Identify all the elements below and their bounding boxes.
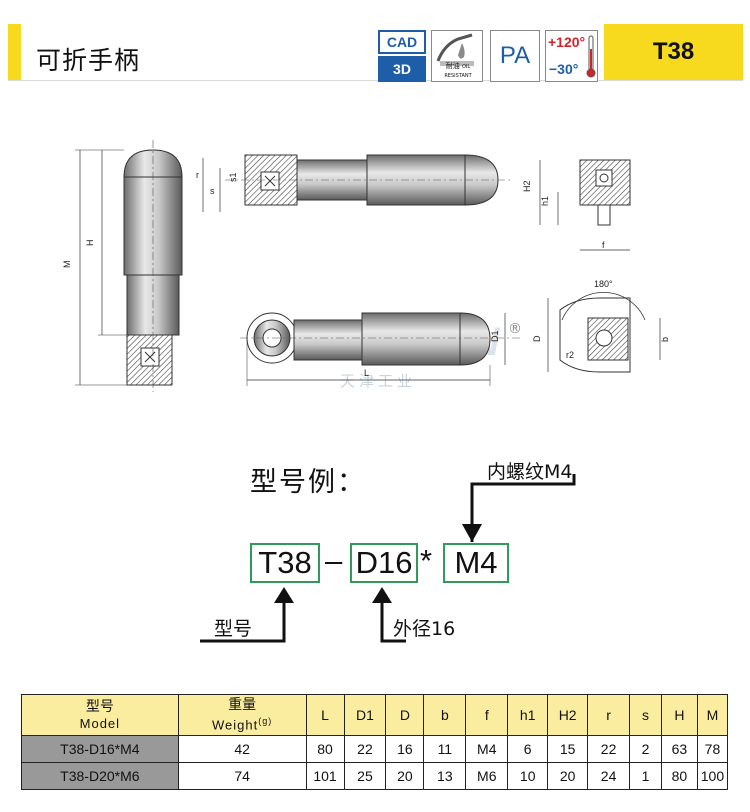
product-code: T38 bbox=[652, 38, 695, 65]
cell-weight: 74 bbox=[177, 762, 307, 790]
oil-resistant-badge: 耐油 OIL RESISTANT bbox=[431, 30, 483, 82]
3d-badge-label: 3D bbox=[378, 56, 426, 82]
horizontal-handle-side-view: L D1 bbox=[240, 312, 520, 386]
header-f: f bbox=[465, 694, 509, 736]
technical-drawing: TIANJIN 天津工业 ® M H bbox=[0, 130, 750, 410]
cell-f: M4 bbox=[465, 735, 509, 763]
table-row: T38-D16*M4 42 80 22 16 11 M4 6 15 22 2 6… bbox=[21, 735, 729, 763]
cell-b: 13 bbox=[423, 762, 467, 790]
svg-text:f: f bbox=[602, 240, 605, 250]
cell-D1: 25 bbox=[343, 762, 387, 790]
oil-drop-icon bbox=[436, 33, 474, 66]
header-s: s bbox=[629, 694, 662, 736]
material-badge: PA bbox=[490, 30, 540, 82]
svg-text:H2: H2 bbox=[522, 180, 532, 192]
cell-M: 100 bbox=[696, 762, 729, 790]
svg-text:r2: r2 bbox=[566, 350, 574, 360]
temperature-badge: +120° −30° bbox=[545, 30, 598, 82]
cell-h1: 10 bbox=[507, 762, 549, 790]
svg-text:s: s bbox=[210, 186, 215, 196]
diameter-arrow bbox=[372, 587, 406, 643]
model-label: 型号 bbox=[214, 618, 253, 640]
diameter-label: 外径16 bbox=[393, 618, 456, 640]
example-dash: – bbox=[325, 543, 343, 578]
cell-model: T38-D20*M6 bbox=[21, 762, 179, 790]
cell-D1: 22 bbox=[343, 735, 387, 763]
thermometer-icon bbox=[586, 35, 596, 78]
temp-low-label: −30° bbox=[549, 61, 579, 77]
cell-b: 11 bbox=[423, 735, 467, 763]
cell-H2: 20 bbox=[547, 762, 589, 790]
thread-arrow bbox=[462, 474, 576, 542]
svg-text:H: H bbox=[85, 240, 95, 247]
cell-r: 22 bbox=[587, 735, 631, 763]
example-star: * bbox=[420, 543, 433, 578]
svg-text:s1: s1 bbox=[228, 172, 238, 182]
cell-H2: 15 bbox=[547, 735, 589, 763]
header-H: H bbox=[660, 694, 698, 736]
cell-D: 20 bbox=[385, 762, 425, 790]
cell-s: 1 bbox=[629, 762, 662, 790]
oil-resistant-label: 耐油 OIL RESISTANT bbox=[444, 62, 472, 79]
table-row: T38-D20*M6 74 101 25 20 13 M6 10 20 24 1… bbox=[21, 762, 729, 790]
cell-r: 24 bbox=[587, 762, 631, 790]
cad-badge-label: CAD bbox=[378, 30, 426, 54]
cell-model: T38-D16*M4 bbox=[21, 735, 179, 763]
cell-H: 80 bbox=[660, 762, 698, 790]
cell-f: M6 bbox=[465, 762, 509, 790]
page-title: 可折手柄 bbox=[36, 46, 141, 75]
registered-mark: ® bbox=[508, 321, 522, 337]
header-weight: 重量 Weight(g) bbox=[177, 694, 307, 736]
cell-weight: 42 bbox=[177, 735, 307, 763]
horizontal-handle-top-view: r s s1 bbox=[196, 154, 510, 212]
cell-L: 101 bbox=[305, 762, 345, 790]
page-header: 可折手柄 CAD 3D 耐油 OIL RESISTANT PA +120° −3… bbox=[0, 14, 750, 92]
spec-table: 型号 Model 重量 Weight(g) L D1 D b f h1 H2 r… bbox=[21, 694, 729, 790]
header-model: 型号 Model bbox=[21, 694, 179, 736]
head-detail-view: H2 h1 f bbox=[522, 159, 631, 251]
header-H2: H2 bbox=[547, 694, 589, 736]
cell-M: 78 bbox=[696, 735, 729, 763]
rotation-detail-view: 180° D b r2 bbox=[532, 279, 670, 373]
svg-text:r: r bbox=[196, 170, 199, 180]
cell-s: 2 bbox=[629, 735, 662, 763]
model-arrow bbox=[200, 587, 294, 643]
vertical-handle-view: M H bbox=[62, 140, 183, 392]
example-title: 型号例： bbox=[250, 467, 366, 498]
header-accent-bar bbox=[8, 24, 21, 80]
example-diameter-box: D16 bbox=[350, 543, 418, 583]
header-L: L bbox=[305, 694, 345, 736]
header-D: D bbox=[385, 694, 425, 736]
drawing-svg: TIANJIN 天津工业 ® M H bbox=[62, 140, 670, 392]
watermark-cn: 天津工业 bbox=[340, 372, 416, 390]
cell-H: 63 bbox=[660, 735, 698, 763]
cad-3d-badge[interactable]: CAD 3D bbox=[378, 30, 426, 82]
svg-text:180°: 180° bbox=[594, 279, 613, 289]
header-M: M bbox=[696, 694, 729, 736]
header-b: b bbox=[423, 694, 467, 736]
header-divider bbox=[8, 80, 743, 81]
product-code-box: T38 bbox=[604, 24, 743, 80]
table-header-row: 型号 Model 重量 Weight(g) L D1 D b f h1 H2 r… bbox=[21, 694, 729, 736]
svg-text:D1: D1 bbox=[490, 330, 500, 342]
svg-text:h1: h1 bbox=[540, 196, 550, 206]
example-code-box: T38 bbox=[250, 543, 320, 583]
svg-text:D: D bbox=[532, 335, 542, 342]
svg-text:L: L bbox=[364, 368, 369, 378]
header-r: r bbox=[587, 694, 631, 736]
header-D1: D1 bbox=[343, 694, 387, 736]
header-h1: h1 bbox=[507, 694, 549, 736]
svg-text:b: b bbox=[660, 337, 670, 342]
cell-L: 80 bbox=[305, 735, 345, 763]
example-thread-box: M4 bbox=[443, 543, 509, 583]
thread-label: 内螺纹M4 bbox=[487, 461, 573, 483]
cell-D: 16 bbox=[385, 735, 425, 763]
svg-text:M: M bbox=[62, 261, 72, 269]
cell-h1: 6 bbox=[507, 735, 549, 763]
material-label: PA bbox=[499, 42, 531, 69]
temp-high-label: +120° bbox=[548, 34, 586, 50]
